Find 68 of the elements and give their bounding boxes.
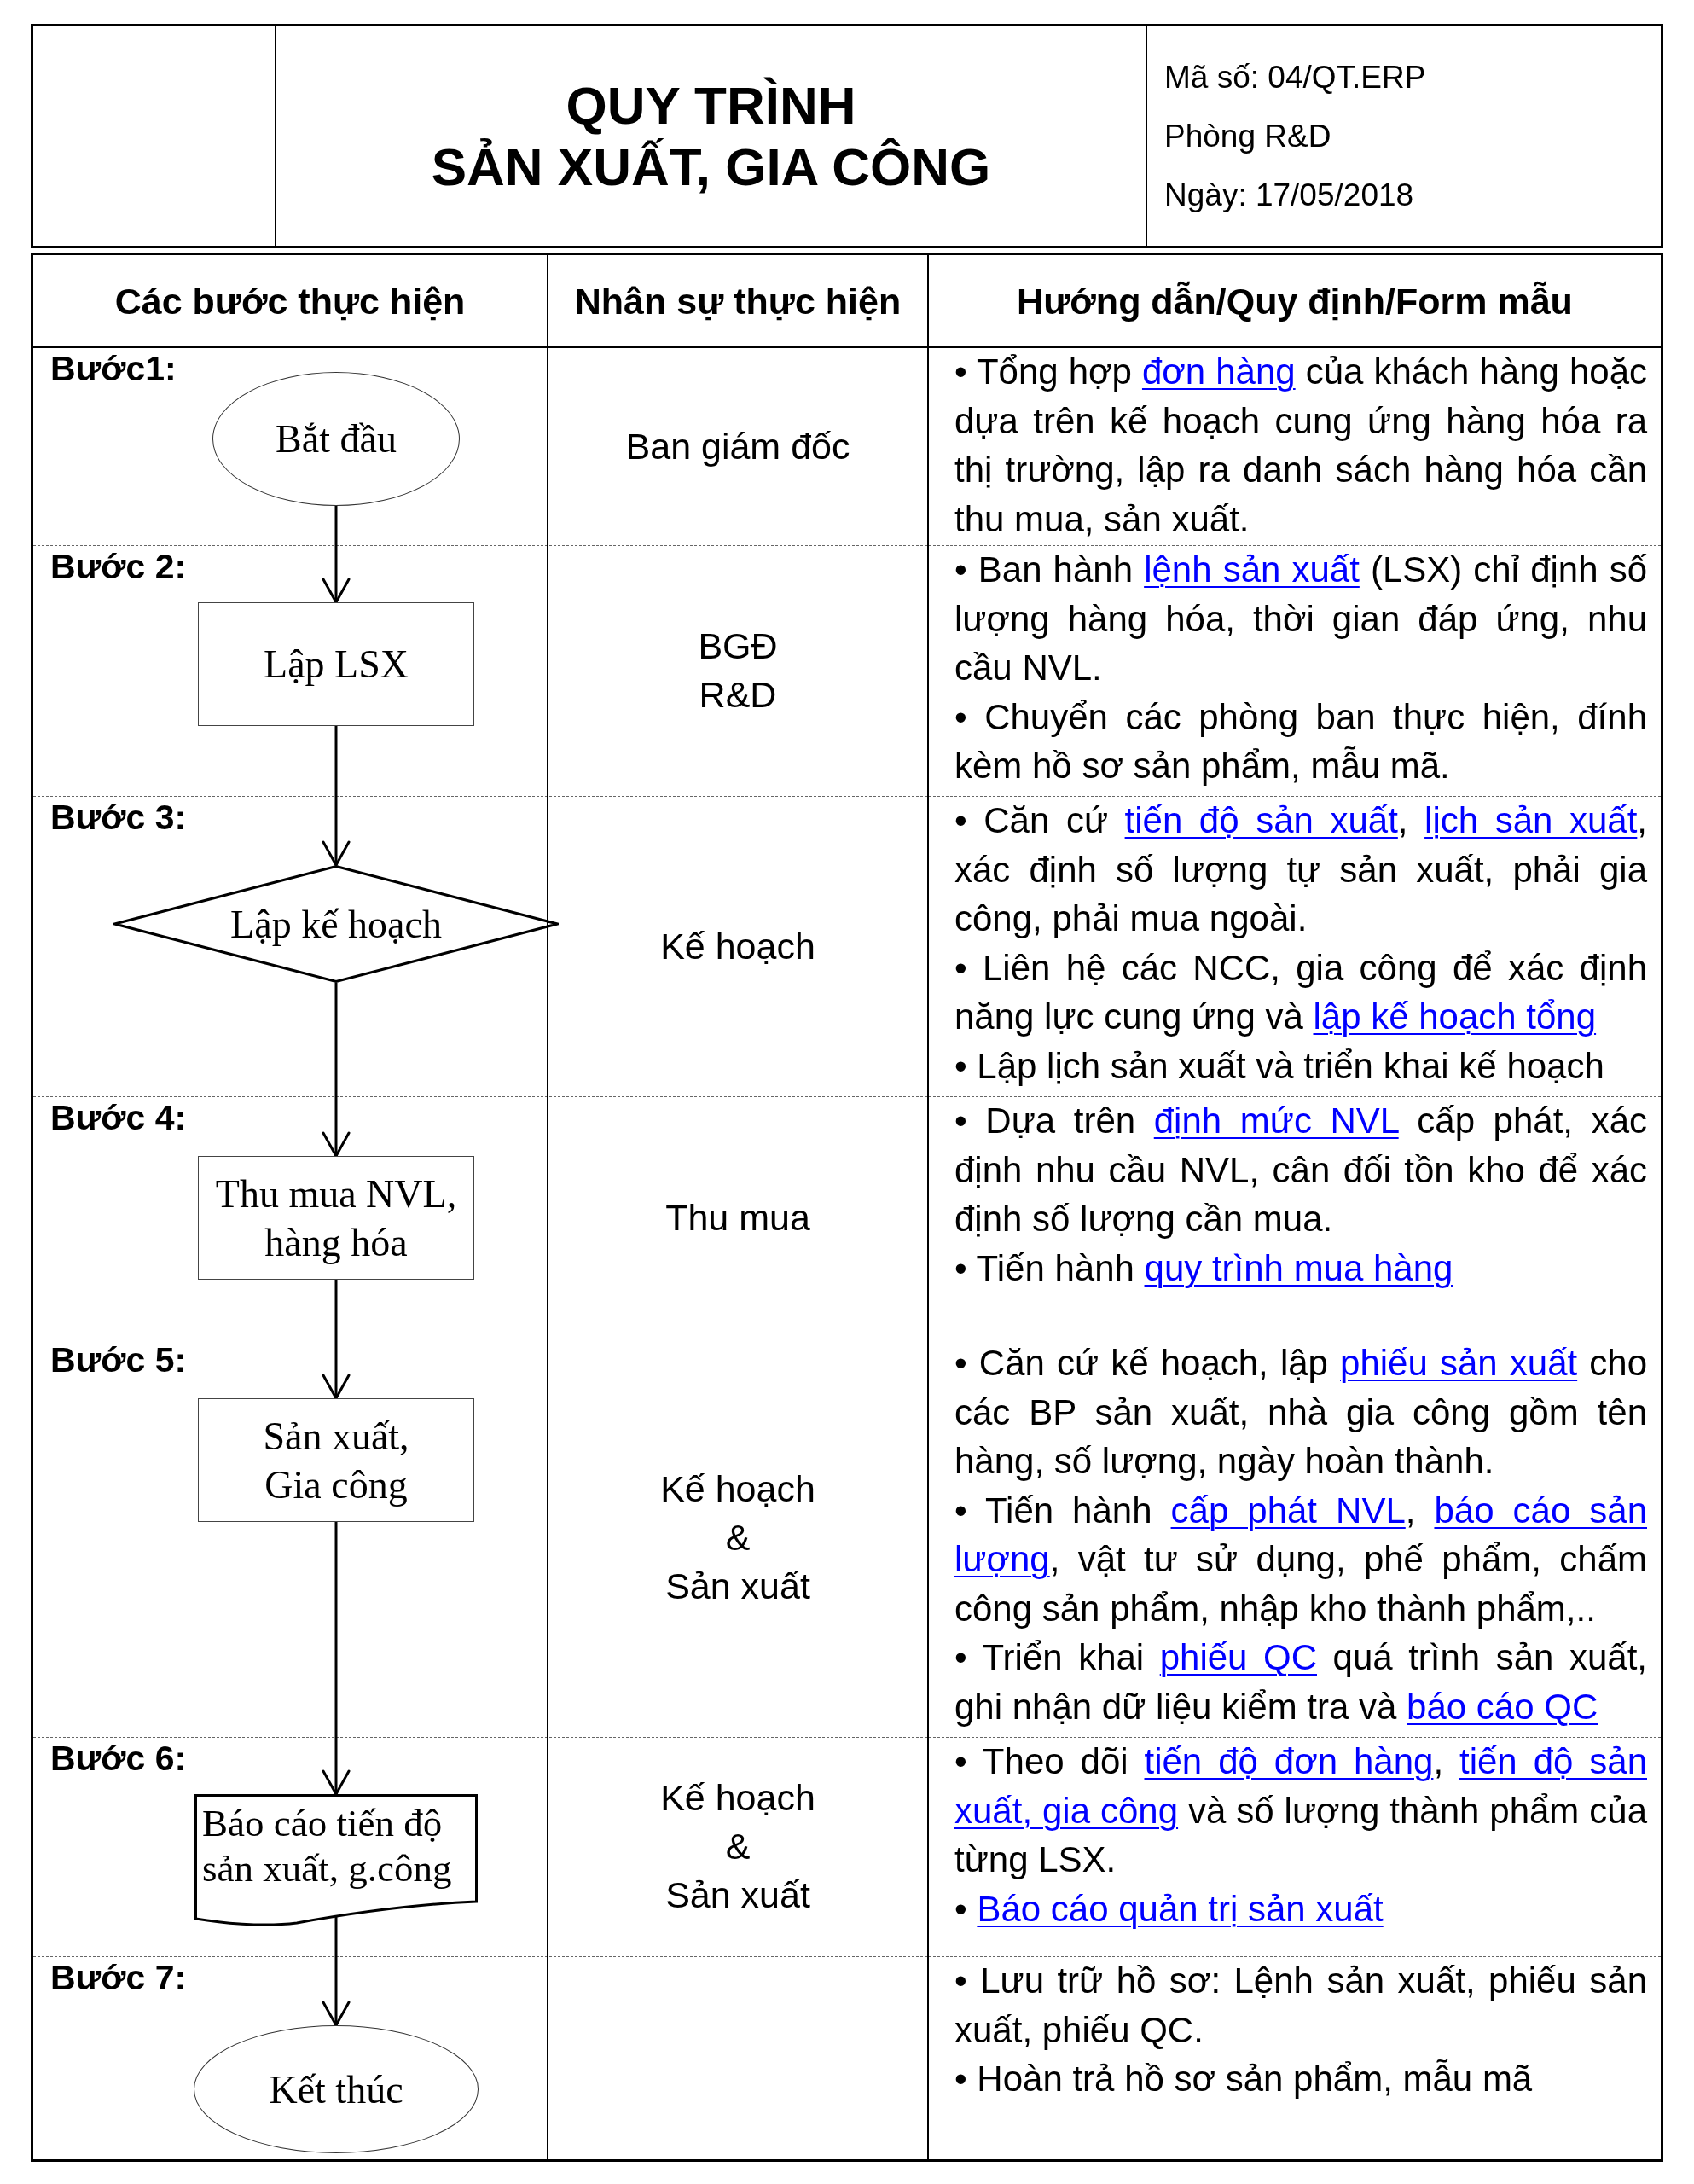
instruction-text: • Ban hành lệnh sản xuất (LSX) chỉ định số lượng hàng hóa, thời gian đáp ứng, nhu cầu NVL. xyxy=(954,549,1647,689)
column-header: Nhân sự thực hiện xyxy=(574,279,902,323)
step-label: Bước 7: xyxy=(50,1957,187,1999)
hyperlink: quy trình mua hàng xyxy=(1144,1247,1453,1288)
department-name: BGĐ R&D xyxy=(698,624,778,717)
instruction-text: • Theo dõi tiến độ đơn hàng, tiến độ sản xuất, gia công và số lượng thành phẩm của từng LSX. xyxy=(954,1740,1647,1881)
hyperlink: tiến độ sản xyxy=(1459,1741,1647,1781)
step-label: Bước 4: xyxy=(50,1097,187,1139)
node-label: Thu mua NVL, hàng hóa xyxy=(214,1170,458,1266)
document-shape xyxy=(194,1794,478,1926)
instruction-text: • Tiến hành quy trình mua hàng xyxy=(954,1246,1454,1290)
node-label: Lập LSX xyxy=(264,642,409,688)
hyperlink: phiếu QC xyxy=(1159,1637,1317,1677)
hyperlink: tiến độ đơn hàng xyxy=(1144,1741,1434,1781)
hyperlink: phiếu sản xuất xyxy=(1340,1343,1578,1383)
hyperlink: xuất, gia công xyxy=(954,1790,1179,1831)
hyperlink: tiến độ sản xuất xyxy=(1124,800,1398,840)
instruction-text: • Lập lịch sản xuất và triển khai kế hoạch xyxy=(954,1044,1605,1088)
department-name: Thu mua xyxy=(665,1195,810,1240)
process-box xyxy=(198,1156,474,1280)
arrow xyxy=(322,1280,351,1400)
instruction-text: • Dựa trên định mức NVL cấp phát, xác định nhu cầu NVL, cân đối tồn kho để xác định số lượng cần mua. xyxy=(954,1100,1647,1240)
step-label: Bước 5: xyxy=(50,1339,187,1381)
department-name: Kế hoạch & Sản xuất xyxy=(660,1467,815,1608)
node-label: Kết thúc xyxy=(269,2066,403,2113)
node-label: Sản xuất, Gia công xyxy=(262,1413,410,1508)
instruction-text: • Chuyển các phòng ban thực hiện, đính kèm hồ sơ sản phẩm, mẫu mã. xyxy=(954,695,1647,787)
step-label: Bước 6: xyxy=(50,1738,187,1780)
arrow xyxy=(322,1522,351,1796)
instruction-text: • Căn cứ kế hoạch, lập phiếu sản xuất cho các BP sản xuất, nhà gia công gồm tên hàng, số lượng, ngày hoàn thành. xyxy=(954,1342,1647,1483)
arrow xyxy=(322,1917,351,2027)
hyperlink: Báo cáo quản trị sản xuất xyxy=(977,1888,1384,1929)
instruction-text: • Tổng hợp đơn hàng của khách hàng hoặc dựa trên kế hoạch cung ứng hàng hóa ra thị trường, lập ra danh sách hàng hóa cần thu mua, sản xuất. xyxy=(954,351,1647,541)
department-name: Ban giám đốc xyxy=(625,424,850,468)
instruction-text: • Căn cứ tiến độ sản xuất, lịch sản xuất, xác định số lượng tự sản xuất, phải gia công, phải mua ngoài. xyxy=(954,799,1647,940)
node-label: Bắt đầu xyxy=(276,416,397,462)
node-label: Lập kế hoạch xyxy=(230,901,442,948)
step-label: Bước 2: xyxy=(50,546,187,588)
node-label: Báo cáo tiến độ sản xuất, g.công xyxy=(202,1801,453,1891)
process-box xyxy=(198,1398,474,1522)
hyperlink: lệnh sản xuất xyxy=(1144,549,1360,590)
hyperlink: lập kế hoạch tổng xyxy=(1313,996,1597,1037)
arrow xyxy=(322,726,351,867)
process-box xyxy=(198,602,474,726)
hyperlink: lịch sản xuất xyxy=(1424,800,1638,840)
instruction-text: • Liên hệ các NCC, gia công để xác định năng lực cung ứng và lập kế hoạch tổng xyxy=(954,946,1647,1038)
step-label: Bước1: xyxy=(50,348,177,390)
document-info: Phòng R&D xyxy=(1164,118,1332,155)
department-name: Kế hoạch & Sản xuất xyxy=(660,1776,815,1917)
document-title: QUY TRÌNH SẢN XUẤT, GIA CÔNG xyxy=(431,74,991,198)
hyperlink: định mức NVL xyxy=(1153,1101,1399,1141)
instruction-text: • Báo cáo quản trị sản xuất xyxy=(954,1887,1384,1931)
arrow xyxy=(322,506,351,604)
step-label: Bước 3: xyxy=(50,797,187,839)
instruction-text: • Lưu trữ hồ sơ: Lệnh sản xuất, phiếu sản xuất, phiếu QC. xyxy=(954,1960,1647,2052)
column-header: Các bước thực hiện xyxy=(114,279,466,323)
hyperlink: đơn hàng xyxy=(1141,351,1296,392)
arrow xyxy=(322,983,351,1158)
hyperlink: cấp phát NVL xyxy=(1170,1490,1406,1531)
instruction-text: • Tiến hành cấp phát NVL, báo cáo sản lượng, vật tư sử dụng, phế phẩm, chấm công sản phẩm, nhập kho thành phẩm,.. xyxy=(954,1489,1647,1630)
column-header: Hướng dẫn/Quy định/Form mẫu xyxy=(1017,279,1573,323)
document-info: Mã số: 04/QT.ERP xyxy=(1164,59,1426,96)
department-name: Kế hoạch xyxy=(660,924,815,968)
document-info: Ngày: 17/05/2018 xyxy=(1164,177,1415,214)
hyperlink: báo cáo sản xyxy=(1434,1490,1647,1531)
hyperlink: lượng xyxy=(954,1539,1050,1579)
hyperlink: báo cáo QC xyxy=(1407,1686,1598,1727)
instruction-text: • Hoàn trả hồ sơ sản phẩm, mẫu mã xyxy=(954,2058,1534,2100)
